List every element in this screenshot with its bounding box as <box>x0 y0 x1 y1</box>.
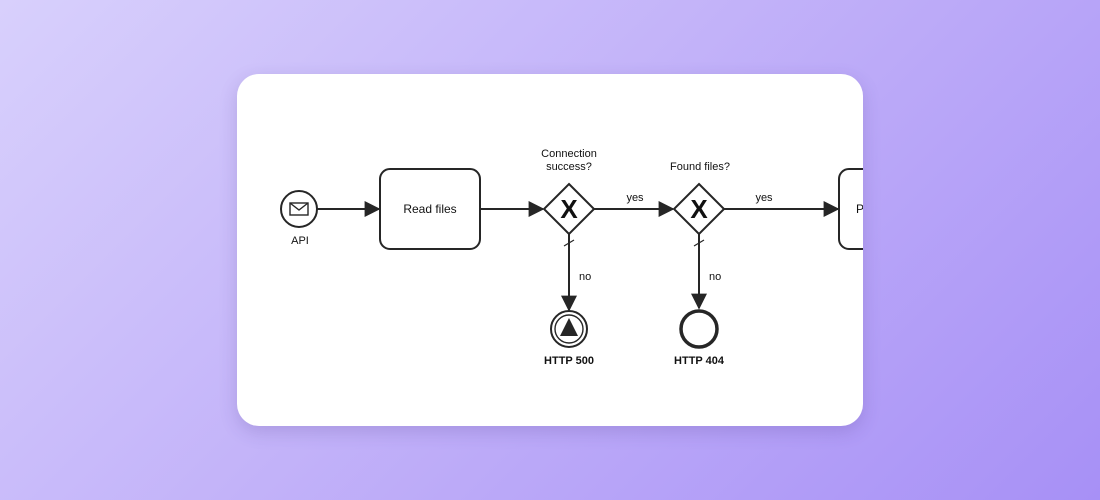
default-flow-marker <box>563 239 575 247</box>
task-cut-off[interactable]: P <box>838 168 863 250</box>
bpmn-diagram: API Read files Connection success? X yes… <box>280 148 863 367</box>
start-event-api[interactable] <box>280 190 318 228</box>
flow-found-yes-label: yes <box>755 192 773 204</box>
flow-connection-no-label: no <box>579 271 591 283</box>
default-flow-marker <box>693 239 705 247</box>
end-event-http-500-label: HTTP 500 <box>544 355 594 367</box>
error-triangle-icon <box>560 318 578 336</box>
end-event-http-404[interactable] <box>679 309 719 349</box>
end-event-http-404-label: HTTP 404 <box>674 355 725 367</box>
end-event-http-500[interactable] <box>550 310 588 348</box>
envelope-icon <box>289 202 309 216</box>
exclusive-gateway-x-icon: X <box>690 194 708 224</box>
gateway-found-files[interactable]: X <box>672 182 726 236</box>
gateway-connection-question-line2: success? <box>546 161 592 173</box>
gateway-found-files-question: Found files? <box>670 161 730 173</box>
task-read-files[interactable]: Read files <box>379 168 481 250</box>
task-read-files-label: Read files <box>403 202 456 216</box>
flow-found-no-label: no <box>709 271 721 283</box>
gateway-connection-question-line1: Connection <box>541 148 597 160</box>
exclusive-gateway-x-icon: X <box>560 194 578 224</box>
flow-connection-yes-label: yes <box>626 192 644 204</box>
diagram-card: API Read files Connection success? X yes… <box>237 74 863 426</box>
task-cut-off-label: P <box>856 202 863 216</box>
start-event-label: API <box>291 235 309 247</box>
gateway-connection-success[interactable]: X <box>542 182 596 236</box>
